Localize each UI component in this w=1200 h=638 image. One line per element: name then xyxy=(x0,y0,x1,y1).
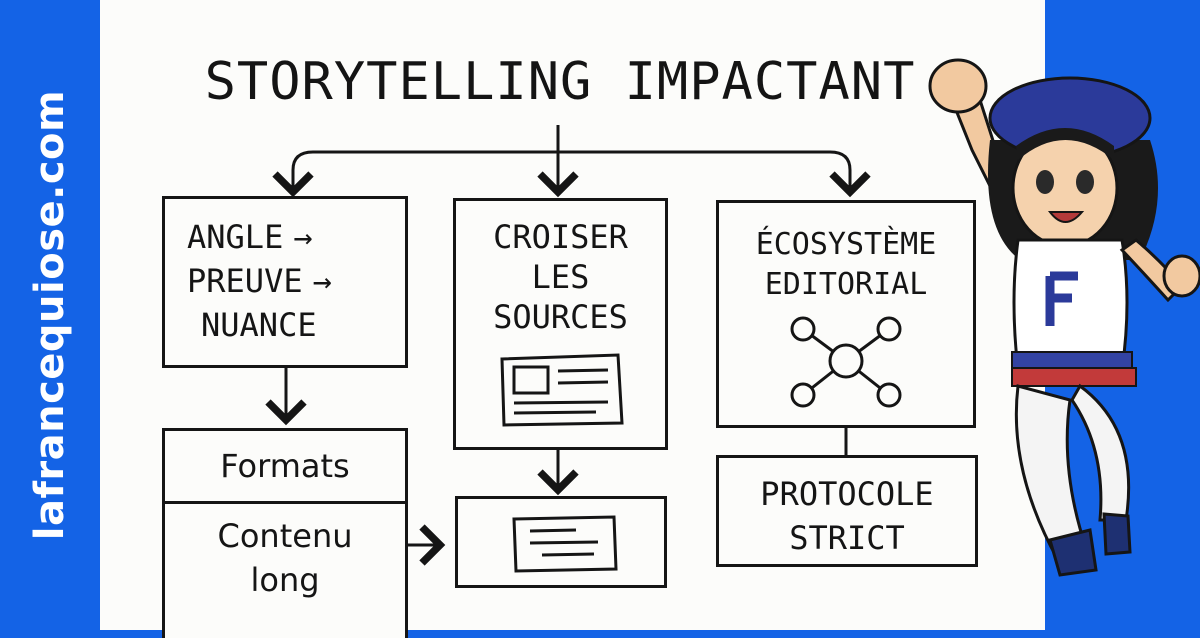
long-line: long xyxy=(250,561,320,599)
diagram-title: STORYTELLING IMPACTANT xyxy=(204,52,916,112)
croiser-line: CROISER xyxy=(493,218,628,256)
formats-header: Formats xyxy=(165,431,405,504)
raised-fist xyxy=(928,58,988,114)
angle-preuve-nuance-box: ANGLE→ PREUVE→ NUANCE xyxy=(162,196,408,368)
ecosysteme-line: ÉCOSYSTÈME xyxy=(755,227,937,262)
preuve-line: PREUVE→ xyxy=(187,259,405,303)
protocole-line: PROTOCOLE xyxy=(760,475,934,513)
formats-body: Contenu long xyxy=(165,504,405,602)
side-fist xyxy=(1162,254,1200,298)
sources-line: SOURCES xyxy=(493,298,628,336)
strict-line: STRICT xyxy=(789,519,905,557)
contenu-line: Contenu xyxy=(217,517,353,555)
ecosysteme-editorial-box: ÉCOSYSTÈME EDITORIAL xyxy=(716,200,976,428)
arrow-right-icon: → xyxy=(293,218,313,256)
editorial-line: EDITORIAL xyxy=(764,267,928,302)
arrow-right-icon: → xyxy=(312,262,332,300)
mascot-illustration xyxy=(928,58,1200,577)
nuance-line: NUANCE xyxy=(201,306,317,344)
newspaper-icon xyxy=(499,353,624,427)
document-icon xyxy=(512,515,618,573)
network-nodes-icon xyxy=(790,316,902,408)
document-box xyxy=(455,496,667,588)
les-line: LES xyxy=(531,258,590,296)
angle-line: ANGLE→ xyxy=(187,215,405,259)
protocole-strict-box: PROTOCOLE STRICT xyxy=(716,455,978,567)
left-brand-band: lafrancequiose.com xyxy=(0,0,100,630)
croiser-les-sources-box: CROISER LES SOURCES xyxy=(453,198,668,450)
top-bracket xyxy=(291,150,852,185)
formats-box: Formats Contenu long xyxy=(162,428,408,638)
shirt-letter-f xyxy=(1045,271,1078,326)
